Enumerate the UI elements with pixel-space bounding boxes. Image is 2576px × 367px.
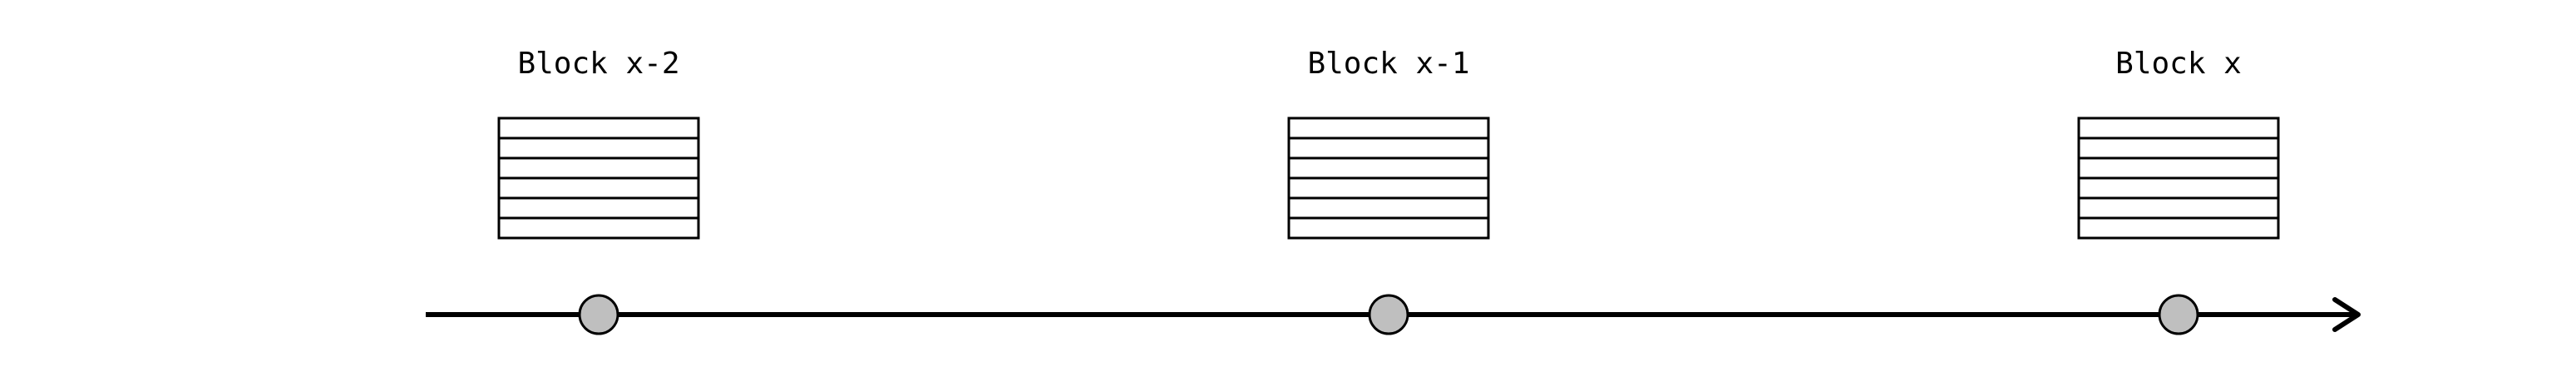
block-icon xyxy=(2077,117,2280,240)
block-group: Block x-1 xyxy=(1287,47,1490,335)
timeline-node xyxy=(578,294,619,335)
block-icon xyxy=(497,117,700,240)
block-group: Block x xyxy=(2077,47,2280,335)
block-label: Block x xyxy=(2115,47,2242,81)
timeline-node xyxy=(2158,294,2199,335)
block-group: Block x-2 xyxy=(497,47,700,335)
block-icon xyxy=(1287,117,1490,240)
timeline-node xyxy=(1368,294,1409,335)
block-label: Block x-2 xyxy=(517,47,679,81)
block-label: Block x-1 xyxy=(1307,47,1469,81)
timeline-arrowhead xyxy=(2332,297,2361,332)
